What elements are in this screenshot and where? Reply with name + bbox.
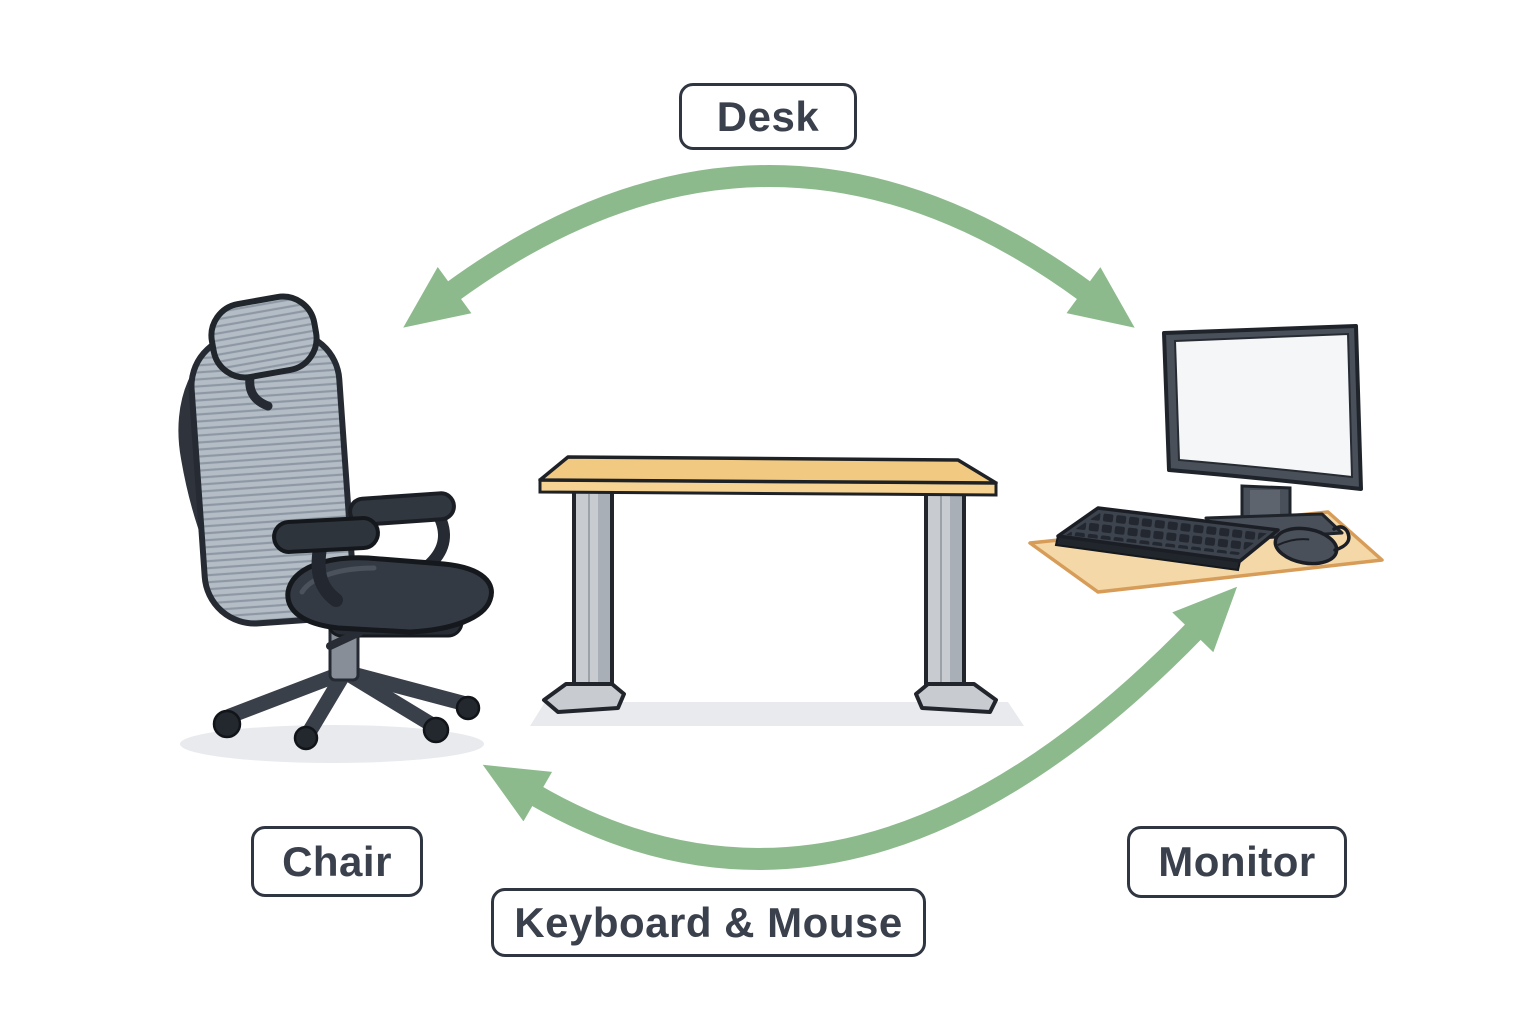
chair-armrest-far-support bbox=[422, 512, 450, 572]
chair-casters bbox=[212, 695, 481, 751]
keyboard-keys bbox=[1066, 513, 1270, 555]
chair-shadow bbox=[180, 725, 484, 763]
chair-seat-highlight bbox=[299, 565, 377, 595]
mouse-cable bbox=[1332, 525, 1351, 552]
desk-foot-right bbox=[914, 682, 998, 714]
desk-illustration bbox=[530, 455, 1024, 726]
bottom-curve-arrow bbox=[482, 586, 1238, 870]
chair-armrest-near-pad bbox=[272, 516, 380, 554]
label-keyboard-mouse-text: Keyboard & Mouse bbox=[514, 898, 903, 946]
mouse-button-seam bbox=[1277, 538, 1310, 546]
office-chair-illustration bbox=[178, 293, 494, 763]
desk-leg-right-shade bbox=[950, 492, 962, 686]
mouse-body bbox=[1273, 526, 1339, 566]
chair-armrest-far-pad bbox=[348, 491, 456, 527]
desk-leg-left-shade bbox=[598, 492, 610, 686]
chair-headrest bbox=[208, 293, 320, 381]
label-keyboard-mouse: Keyboard & Mouse bbox=[491, 888, 926, 957]
chair-base bbox=[222, 664, 474, 742]
chair-seat bbox=[285, 555, 494, 635]
monitor-neck-inner bbox=[1250, 490, 1280, 518]
desk-top-surface bbox=[538, 455, 998, 485]
label-chair-text: Chair bbox=[282, 837, 392, 885]
monitor-screen bbox=[1173, 332, 1354, 479]
label-desk: Desk bbox=[679, 83, 857, 150]
chair-armrest-near-support bbox=[311, 541, 343, 607]
desk-foot-left bbox=[542, 682, 626, 714]
label-desk-text: Desk bbox=[716, 92, 820, 140]
chair-lever bbox=[326, 628, 364, 650]
top-curve-arrow bbox=[403, 165, 1135, 328]
label-monitor-text: Monitor bbox=[1158, 838, 1316, 885]
label-chair: Chair bbox=[251, 826, 423, 897]
label-monitor: Monitor bbox=[1127, 826, 1347, 898]
workstation-illustration bbox=[1028, 324, 1384, 594]
desk-shadow bbox=[530, 702, 1024, 726]
